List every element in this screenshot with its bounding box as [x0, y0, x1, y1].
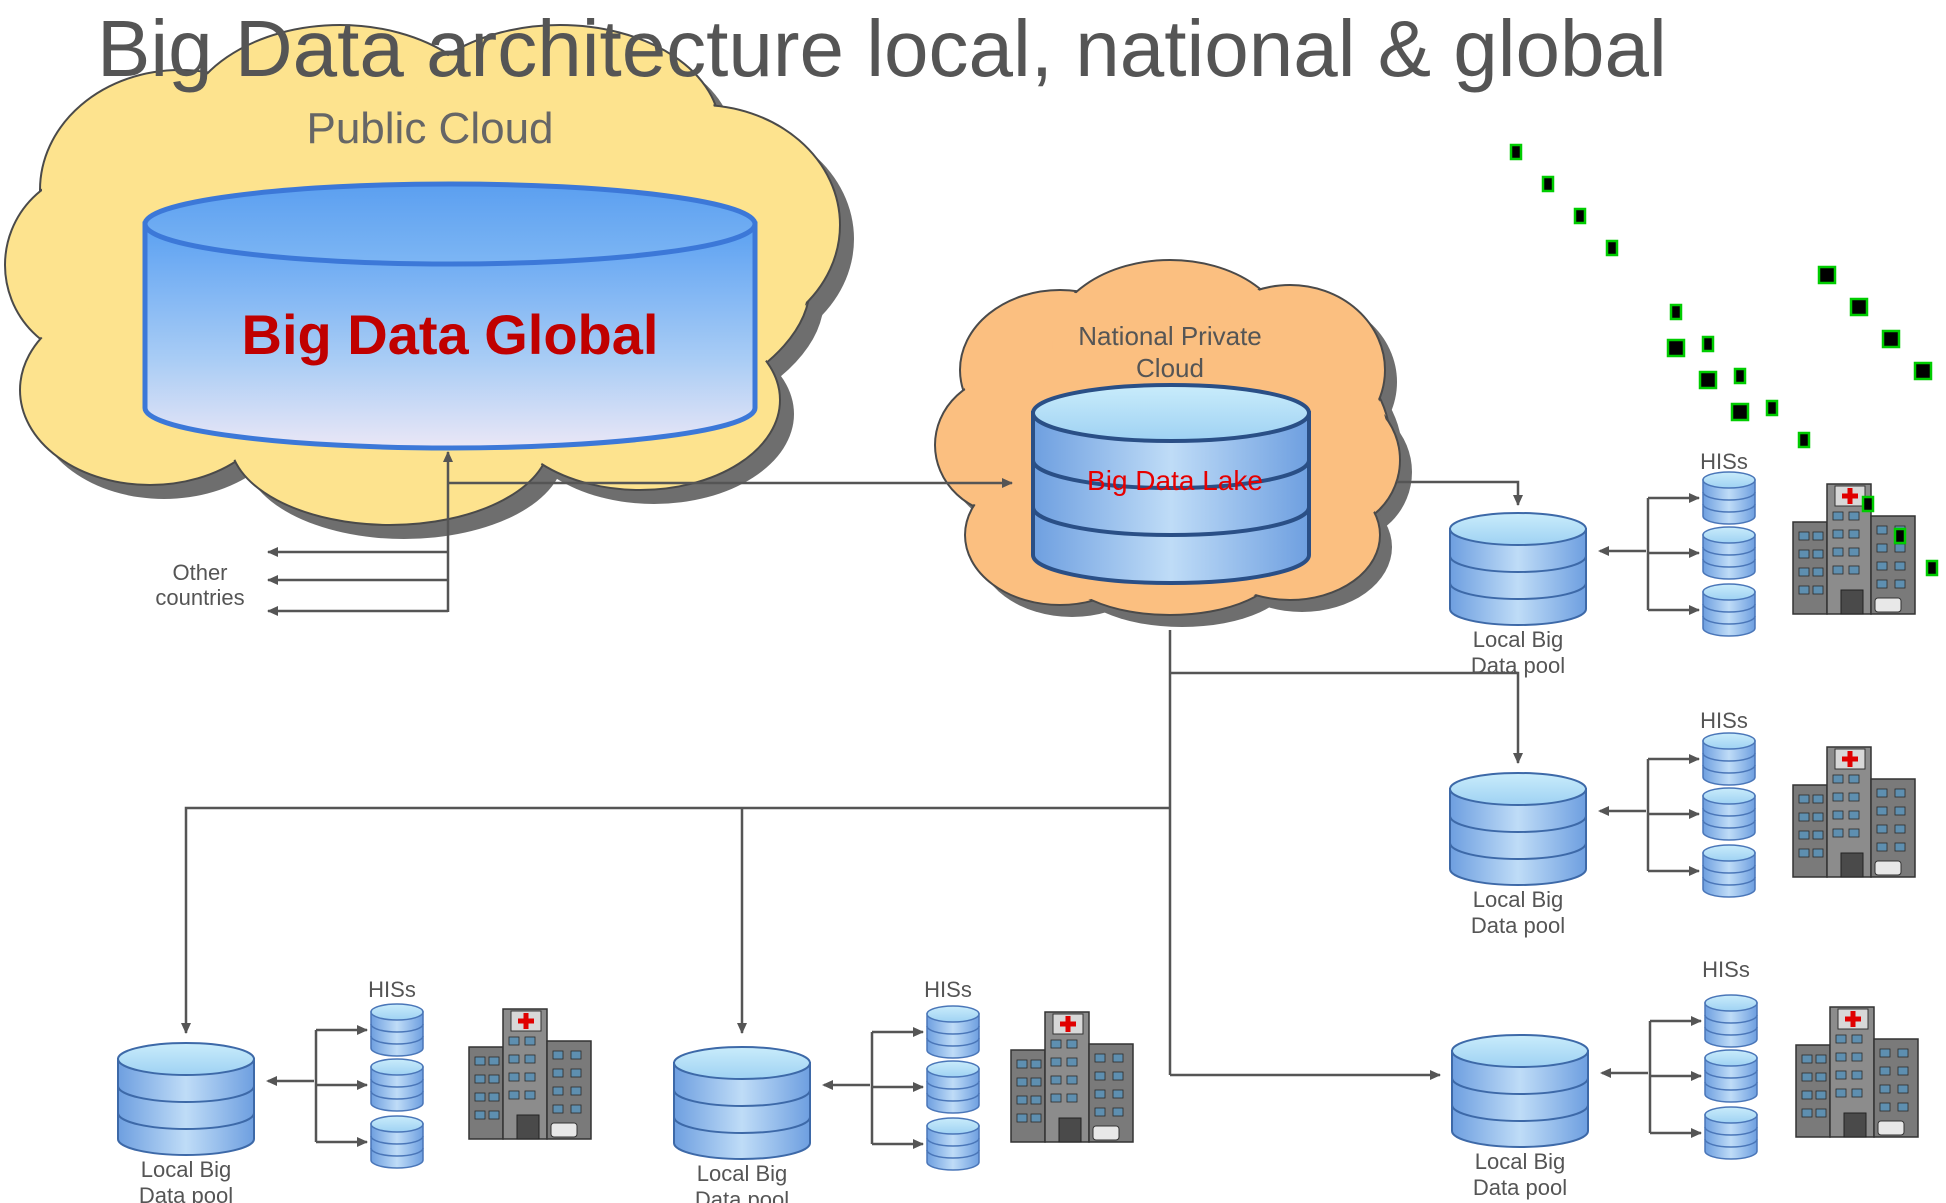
selection-marker	[1925, 559, 1939, 577]
distribution-connectors	[181, 480, 1523, 1080]
arrow-to-pool-4	[181, 806, 1170, 1034]
local-pool-label-2: Data pool	[1473, 1175, 1567, 1200]
his-database	[926, 1117, 980, 1171]
selection-marker	[1509, 143, 1523, 161]
selection-marker	[1881, 329, 1901, 349]
selection-marker	[1893, 527, 1907, 545]
public-cloud-label: Public Cloud	[306, 104, 553, 153]
selection-marker	[1797, 431, 1811, 449]
arrow-to-pool-1	[1397, 480, 1523, 506]
local-pool-database	[1451, 1034, 1589, 1148]
global-connectors: Other countries	[155, 451, 1013, 616]
hospital-building-icon	[1793, 484, 1915, 614]
his-database	[1702, 732, 1756, 786]
local-pool-label-1: Local Big	[1473, 887, 1564, 912]
local-pool-label-2: Data pool	[139, 1183, 233, 1203]
national-cloud-label-2: Cloud	[1136, 353, 1204, 383]
local-pool-label-1: Local Big	[1473, 627, 1564, 652]
local-pool-label-2: Data pool	[1471, 653, 1565, 678]
hospital-building-icon	[1793, 747, 1915, 877]
local-pool-label-2: Data pool	[695, 1187, 789, 1203]
national-cloud-label-1: National Private	[1078, 321, 1262, 351]
his-database	[1704, 994, 1758, 1048]
selection-marker	[1733, 367, 1747, 385]
his-database	[1702, 787, 1756, 841]
his-database	[926, 1060, 980, 1114]
selection-marker	[1861, 495, 1875, 513]
local-pool-database	[1449, 512, 1587, 626]
local-pool-database	[1449, 772, 1587, 886]
selection-marker	[1849, 297, 1869, 317]
his-database	[1702, 526, 1756, 580]
his-label: HISs	[1700, 708, 1748, 733]
hospital-building-icon	[1011, 1012, 1133, 1142]
selection-marker	[1541, 175, 1555, 193]
big-data-global-database: Big Data Global	[142, 181, 758, 451]
his-database	[1704, 1106, 1758, 1160]
hospital-building-icon	[469, 1009, 591, 1139]
big-data-lake-database: Big Data Lake	[1031, 383, 1311, 585]
his-database	[1702, 471, 1756, 525]
local-pool-label-1: Local Big	[1475, 1149, 1566, 1174]
selection-marker	[1730, 402, 1750, 422]
selection-marker	[1701, 335, 1715, 353]
local-pool-label-1: Local Big	[697, 1161, 788, 1186]
his-label: HISs	[1702, 957, 1750, 982]
other-countries-label-2: countries	[155, 585, 244, 610]
arrow-to-pool-2	[1170, 671, 1523, 764]
page-title: Big Data architecture local, national & …	[97, 4, 1667, 93]
other-countries-label-1: Other	[172, 560, 227, 585]
selection-marker	[1817, 265, 1837, 285]
local-pool-label-2: Data pool	[1471, 913, 1565, 938]
his-database	[370, 1115, 424, 1169]
his-label: HISs	[368, 977, 416, 1002]
his-database	[1702, 583, 1756, 637]
local-pool-label-1: Local Big	[141, 1157, 232, 1182]
selection-marker	[1913, 361, 1933, 381]
his-database	[926, 1005, 980, 1059]
big-data-global-label: Big Data Global	[242, 303, 659, 366]
selection-marker	[1765, 399, 1779, 417]
local-pool-database	[673, 1046, 811, 1160]
his-database	[370, 1058, 424, 1112]
selection-marker	[1573, 207, 1587, 225]
local-pool-database	[117, 1042, 255, 1156]
his-database	[1702, 844, 1756, 898]
his-database	[1704, 1049, 1758, 1103]
selection-markers	[1509, 143, 1939, 577]
big-data-lake-label: Big Data Lake	[1087, 465, 1263, 496]
his-label: HISs	[1700, 449, 1748, 474]
selection-marker	[1669, 303, 1683, 321]
hospital-building-icon	[1796, 1007, 1918, 1137]
his-database	[370, 1003, 424, 1057]
selection-marker	[1698, 370, 1718, 390]
his-label: HISs	[924, 977, 972, 1002]
selection-marker	[1666, 338, 1686, 358]
selection-marker	[1605, 239, 1619, 257]
